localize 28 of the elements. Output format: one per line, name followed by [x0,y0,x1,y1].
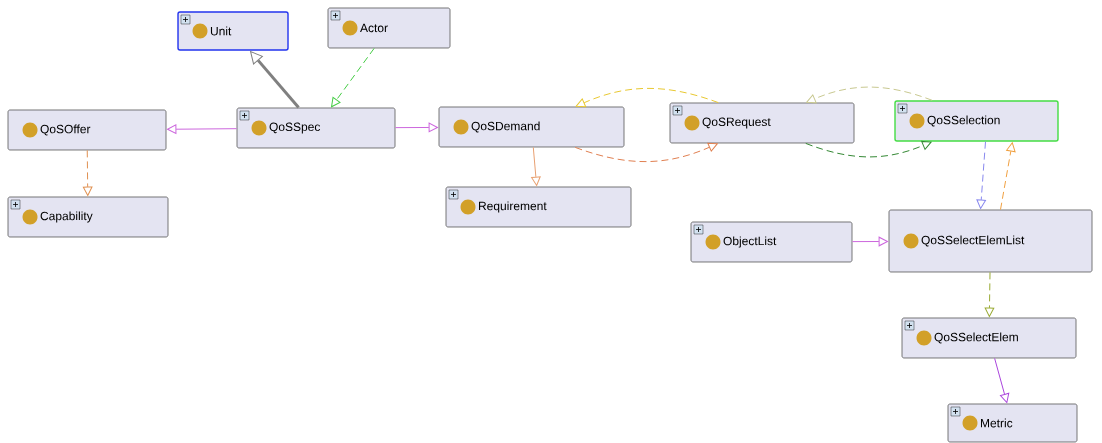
arrow [806,86,933,104]
class-box: QoSSelection [894,100,1059,142]
arrow [994,357,1010,403]
arrow [984,271,995,317]
arrow [531,146,541,186]
class-box: Actor [327,7,451,49]
class-box: QoSSelectElemList [888,209,1093,273]
class-box: QoSDemand [438,106,625,148]
arrow [1000,142,1016,211]
class-box: QoSOffer [7,109,167,151]
arrow [250,51,300,109]
class-box: QoSSelectElem [901,317,1077,359]
arrow [394,122,438,133]
arrow [331,47,375,108]
arrow [574,142,718,163]
arrow [575,87,719,108]
class-box: QoSSpec [236,107,396,149]
arrow [805,140,932,158]
arrow [167,124,238,135]
arrow [82,149,93,196]
class-box: Capability [7,196,169,238]
class-box: Requirement [445,186,632,228]
class-box: QoSRequest [669,102,855,144]
arrow [851,236,888,247]
class-box: ObjectList [690,221,853,263]
class-box: Metric [947,403,1078,443]
arrow [976,141,986,209]
class-box: Unit [177,11,289,51]
